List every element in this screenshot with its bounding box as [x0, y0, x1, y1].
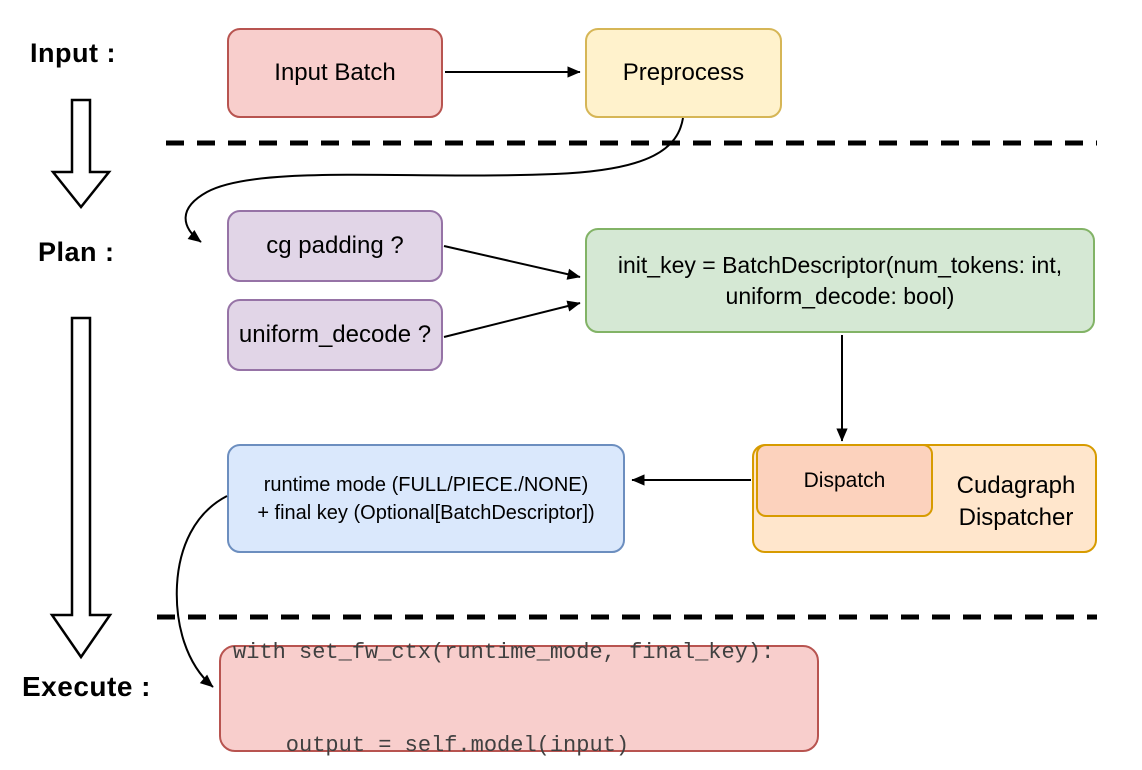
execute-stage-label: Execute : — [22, 671, 151, 702]
preprocess-node: Preprocess — [585, 28, 782, 118]
input-to-plan-flow-arrow — [50, 98, 112, 210]
uniform-decode-node: uniform_decode ? — [227, 299, 443, 371]
uniform-decode-label: uniform_decode ? — [238, 321, 432, 349]
init-key-node: init_key = BatchDescriptor(num_tokens: i… — [585, 228, 1095, 333]
cudagraph-dispatcher-label: Cudagraph Dispatcher — [936, 470, 1096, 534]
execute-code-node: with set_fw_ctx(runtime_mode, final_key)… — [219, 640, 819, 758]
input-stage-label: Input : — [30, 38, 116, 68]
runtime-mode-node: runtime mode (FULL/PIECE./NONE) + final … — [227, 444, 625, 553]
input-batch-node: Input Batch — [227, 28, 443, 118]
input-batch-label: Input Batch — [274, 59, 396, 87]
arrow-cg-padding-to-init-key — [443, 245, 581, 280]
execute-code-line2: output = self.model(input) — [233, 732, 630, 758]
init-key-line2: uniform_decode: bool) — [725, 282, 955, 309]
dispatch-node: Dispatch — [756, 444, 933, 517]
dispatch-label: Dispatch — [803, 468, 886, 492]
preprocess-label: Preprocess — [622, 59, 745, 87]
plan-stage-label: Plan : — [38, 237, 115, 267]
plan-to-execute-flow-arrow — [49, 316, 113, 660]
init-key-line1: init_key = BatchDescriptor(num_tokens: i… — [617, 251, 1063, 278]
cg-padding-node: cg padding ? — [227, 210, 443, 282]
runtime-mode-line1: runtime mode (FULL/PIECE./NONE) — [263, 473, 589, 496]
execute-code-text: with set_fw_ctx(runtime_mode, final_key)… — [221, 575, 774, 770]
cudagraph-dispatcher-line2: Dispatcher — [958, 504, 1074, 531]
runtime-mode-line2: + final key (Optional[BatchDescriptor]) — [257, 501, 595, 524]
cudagraph-dispatcher-line1: Cudagraph — [956, 472, 1076, 499]
arrow-uniform-decode-to-init-key — [443, 300, 581, 338]
execute-code-line1: with set_fw_ctx(runtime_mode, final_key)… — [233, 639, 775, 665]
cg-padding-label: cg padding ? — [266, 232, 404, 260]
